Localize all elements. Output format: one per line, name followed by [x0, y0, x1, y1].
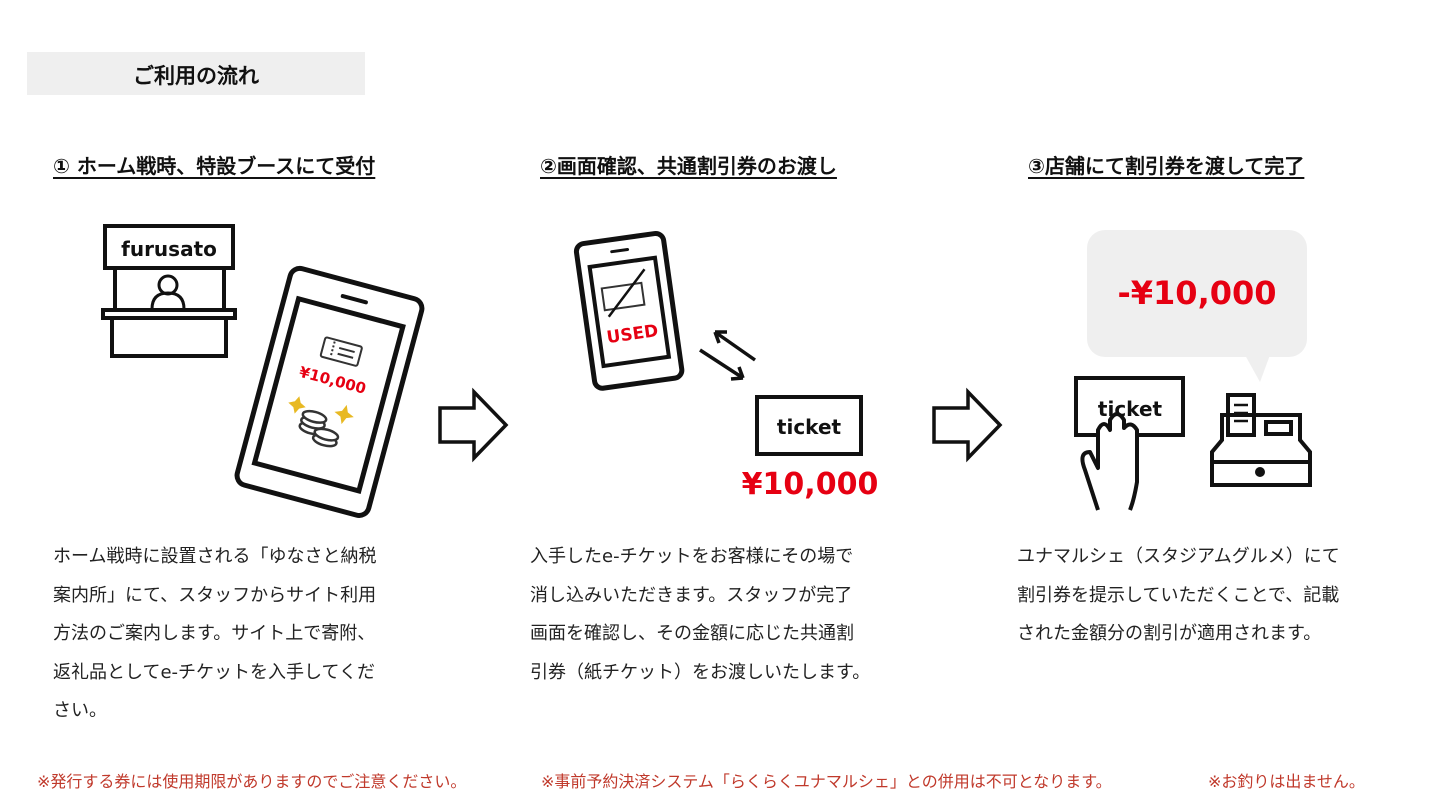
- step-3-description: ユナマルシェ（スタジアムグルメ）にて 割引券を提示していただくことで、記載 され…: [1017, 546, 1340, 644]
- sparkle-icon: [288, 396, 354, 425]
- next-arrow-icon: [932, 387, 1003, 463]
- step-3-heading: ③店舗にて割引券を渡して完了: [1028, 154, 1305, 178]
- ticket-amount: ¥10,000: [742, 467, 879, 502]
- step-1-description: ホーム戦時に設置される「ゆなさと納税 案内所」にて、スタッフからサイト利用 方法…: [53, 546, 377, 721]
- step-1-heading: ① ホーム戦時、特設ブースにて受付: [53, 154, 376, 178]
- ticket-label: ticket: [777, 415, 842, 439]
- note-no-change: ※お釣りは出ません。: [1208, 772, 1365, 791]
- step-3-illustration: -¥10,000 ticket: [1074, 230, 1312, 511]
- speech-bubble: [1087, 230, 1307, 382]
- step-2-heading: ②画面確認、共通割引券のお渡し: [540, 154, 837, 178]
- cash-register-icon: [1210, 393, 1312, 487]
- ticket-label: ticket: [1098, 397, 1163, 421]
- next-arrow-icon: [438, 387, 509, 463]
- coins-icon: [298, 409, 340, 448]
- exchange-arrows-icon: [699, 330, 757, 381]
- smartphone-icon: ¥10,000: [234, 265, 425, 518]
- section-header: ご利用の流れ: [27, 52, 365, 95]
- booth-sign-text: furusato: [121, 237, 217, 261]
- ticket-icon: [319, 336, 363, 367]
- step-2-description: 入手したe-チケットをお客様にその場で 消し込みいただきます。スタッフが完了 画…: [530, 546, 871, 683]
- page-title: ご利用の流れ: [133, 64, 259, 88]
- note-no-combination: ※事前予約決済システム「らくらくユナマルシェ」との併用は不可となります。: [541, 772, 1112, 791]
- step-2-illustration: USED ticket ¥10,000: [573, 230, 878, 502]
- used-phone-icon: USED: [573, 230, 685, 391]
- step-1-illustration: furusato ¥10,000: [101, 224, 425, 518]
- note-expiry: ※発行する券には使用期限がありますのでご注意ください。: [37, 772, 467, 791]
- paper-ticket-icon: [755, 395, 863, 456]
- booth-icon: [101, 224, 237, 358]
- discount-amount: -¥10,000: [1117, 274, 1276, 312]
- hand-icon: [1080, 412, 1139, 511]
